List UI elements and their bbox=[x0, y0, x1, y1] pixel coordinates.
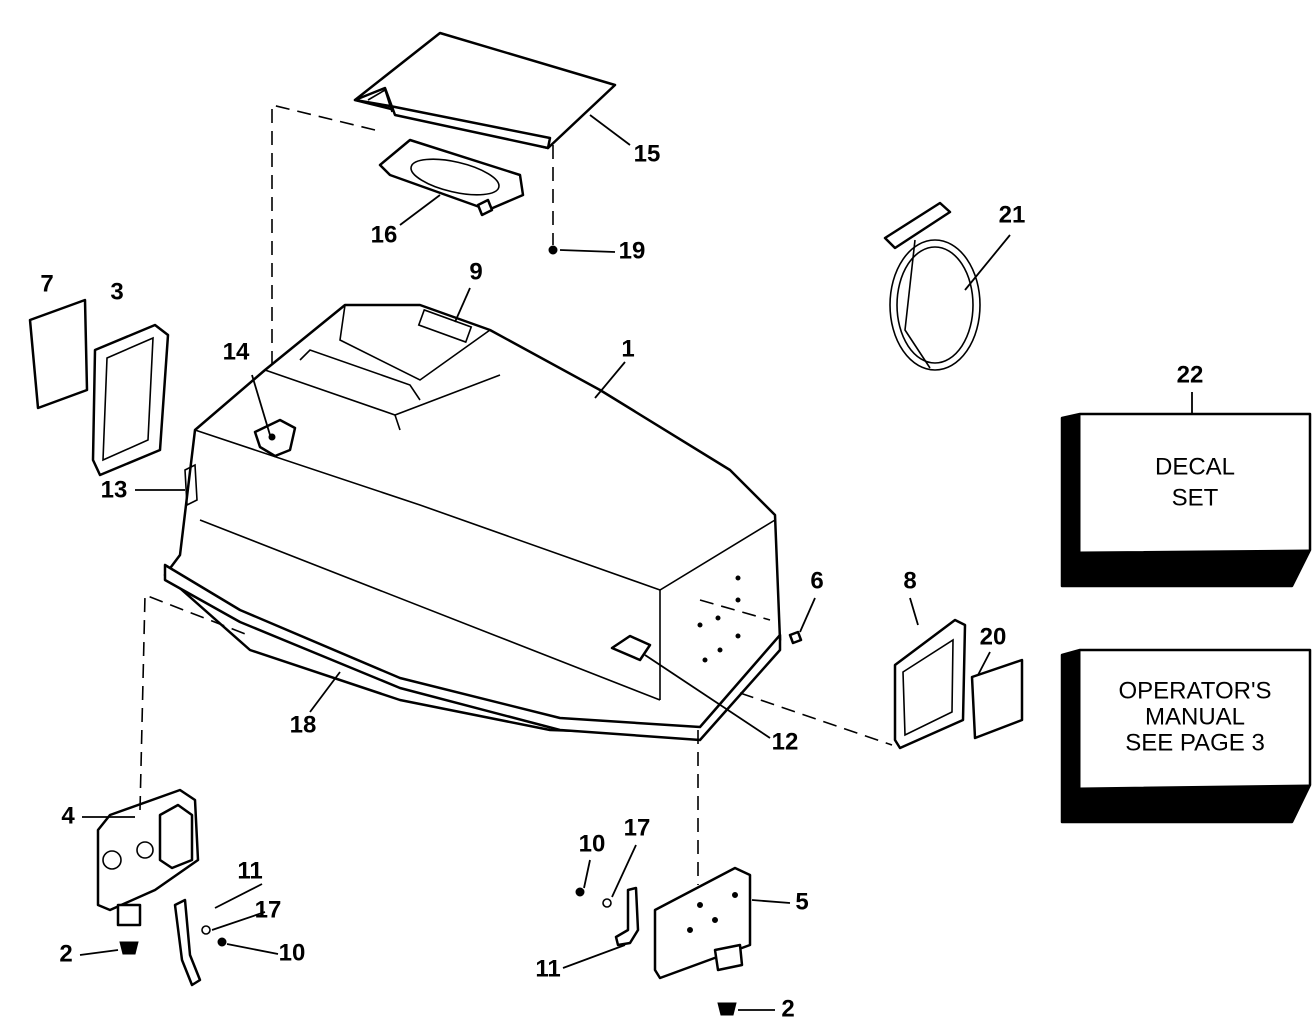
label-2-left: 2 bbox=[59, 940, 72, 967]
part-17-washer-left bbox=[201, 925, 211, 935]
label-15: 15 bbox=[634, 140, 661, 167]
label-10-right: 10 bbox=[579, 830, 606, 857]
label-12: 12 bbox=[772, 728, 799, 755]
label-17-right: 17 bbox=[624, 814, 651, 841]
part-10-screw-left bbox=[217, 937, 227, 947]
label-16: 16 bbox=[371, 221, 398, 248]
part-4-bracket bbox=[96, 788, 200, 927]
label-7: 7 bbox=[40, 270, 53, 297]
decal-box-line1: DECAL bbox=[1155, 453, 1235, 480]
label-17-left: 17 bbox=[255, 896, 282, 923]
part-5-bracket bbox=[653, 866, 752, 980]
label-14: 14 bbox=[223, 338, 250, 365]
label-22: 22 bbox=[1177, 361, 1204, 388]
part-19-screw bbox=[548, 245, 558, 255]
label-11-right: 11 bbox=[535, 955, 560, 982]
part-11-clip-left bbox=[173, 898, 202, 987]
label-3: 3 bbox=[110, 278, 123, 305]
part-17-washer-right bbox=[602, 898, 612, 908]
part-8-frame bbox=[893, 618, 967, 750]
label-1: 1 bbox=[621, 335, 634, 362]
label-5: 5 bbox=[795, 888, 808, 915]
label-13: 13 bbox=[101, 476, 128, 503]
label-2-right: 2 bbox=[781, 995, 794, 1022]
part-7-pad bbox=[28, 298, 89, 410]
label-18: 18 bbox=[290, 711, 317, 738]
leader-lines bbox=[79, 114, 1193, 1011]
decal-box-line2: SET bbox=[1172, 484, 1219, 511]
part-2-grommet-left bbox=[119, 941, 139, 955]
label-19: 19 bbox=[619, 237, 646, 264]
manual-box-line3: SEE PAGE 3 bbox=[1125, 729, 1265, 756]
label-6: 6 bbox=[810, 567, 823, 594]
alignment-lines bbox=[139, 103, 893, 885]
label-21: 21 bbox=[999, 201, 1026, 228]
label-11-left: 11 bbox=[237, 857, 262, 884]
operators-manual-box: OPERATOR'S MANUAL SEE PAGE 3 bbox=[1060, 648, 1312, 824]
part-2-grommet-right bbox=[717, 1002, 737, 1016]
label-10-left: 10 bbox=[279, 939, 306, 966]
decal-set-box: DECAL SET bbox=[1060, 412, 1312, 588]
part-3-frame bbox=[91, 323, 170, 477]
part-6-screw bbox=[788, 630, 803, 645]
part-11-clip-right bbox=[614, 886, 640, 947]
label-8: 8 bbox=[903, 567, 916, 594]
part-1-motor-cover bbox=[163, 303, 782, 737]
part-20-pad bbox=[970, 658, 1024, 740]
part-15-top-cover bbox=[353, 31, 617, 150]
part-10-screw-right bbox=[575, 887, 585, 897]
part-number-labels: 1 2 2 3 4 5 6 7 8 9 10 10 11 11 12 13 14… bbox=[40, 140, 1203, 1022]
part-21-cable bbox=[883, 201, 981, 371]
label-9: 9 bbox=[469, 258, 482, 285]
label-20: 20 bbox=[980, 623, 1007, 650]
manual-box-line2: MANUAL bbox=[1145, 703, 1245, 730]
part-18-seal bbox=[163, 563, 782, 742]
label-4: 4 bbox=[61, 802, 75, 829]
part-16-gasket bbox=[378, 138, 525, 217]
manual-box-line1: OPERATOR'S bbox=[1118, 677, 1271, 704]
